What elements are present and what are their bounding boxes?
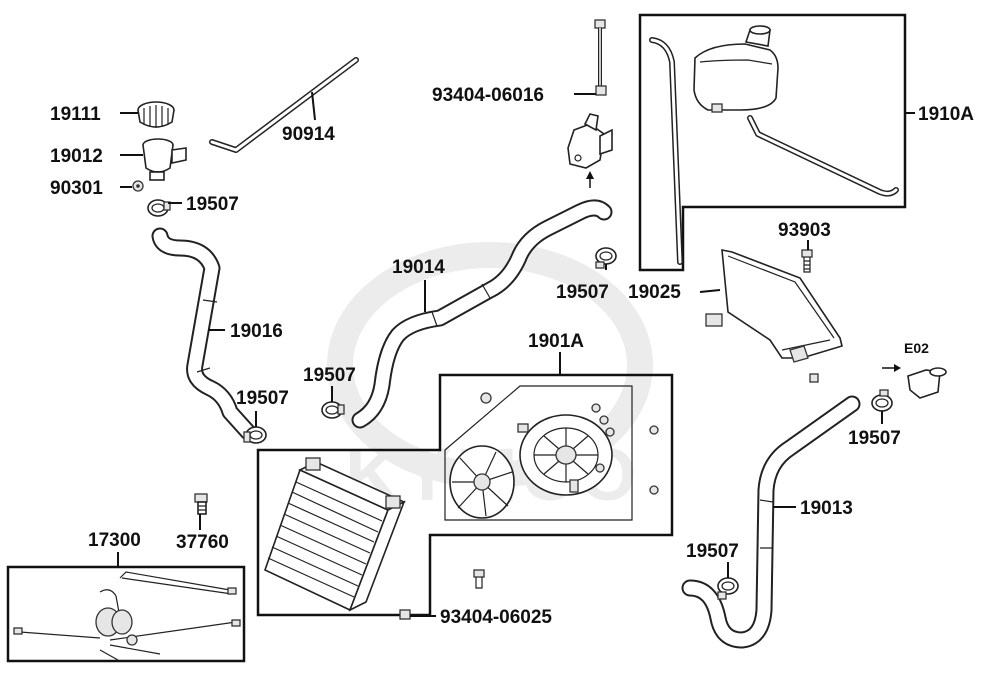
label-19507-a: 19507 (186, 194, 239, 215)
label-1910A: 1910A (918, 104, 974, 125)
hose-clip-c-part (321, 401, 345, 419)
leader-19025 (699, 289, 721, 293)
label-19507-c: 19507 (303, 365, 356, 386)
breather-hose-part (209, 57, 359, 153)
fan-assembly-part (444, 385, 659, 521)
label-19111: 19111 (50, 104, 101, 125)
wire-harness-part (13, 571, 241, 661)
label-90914: 90914 (282, 124, 335, 145)
radiator-part (264, 457, 406, 612)
arrow-head (586, 171, 594, 179)
label-19012: 19012 (50, 146, 103, 167)
filler-neck-part (142, 138, 187, 181)
label-93903: 93903 (778, 220, 831, 241)
label-1901A: 1901A (528, 331, 584, 352)
hose-19016-part (151, 227, 257, 441)
label-19507-f: 19507 (686, 541, 739, 562)
e02-connector-part (907, 367, 947, 399)
hose-19013-part (681, 395, 861, 649)
label-19507-e: 19507 (848, 428, 901, 449)
fan-blade (449, 445, 515, 519)
label-19507-b: 19507 (236, 388, 289, 409)
temp-sensor-part (194, 493, 208, 515)
thermostat-housing-part (567, 113, 613, 169)
leader-90914 (311, 91, 316, 121)
hose-19014-part (351, 199, 613, 429)
label-19014: 19014 (392, 257, 445, 278)
hose-clip-b-part (243, 426, 267, 444)
screw-90301-part (132, 180, 144, 192)
bolt-93903-part (801, 249, 813, 273)
bolt-93404-06025-part (399, 569, 485, 620)
label-e02: E02 (904, 340, 929, 356)
hose-clip-f-part (717, 577, 739, 600)
reservoir-group-box (638, 13, 907, 272)
label-19025: 19025 (628, 282, 681, 303)
hose-clip-d-part (595, 247, 617, 269)
label-17300: 17300 (88, 530, 141, 551)
label-19013: 19013 (800, 498, 853, 519)
label-90301: 90301 (50, 178, 103, 199)
wire-harness-group-box (6, 565, 246, 663)
radiator-cap-part (137, 101, 175, 128)
label-93404-06016: 93404-06016 (432, 85, 544, 106)
label-19507-d: 19507 (556, 282, 609, 303)
e02-arrow-head (894, 364, 901, 372)
bolt-93404-06016-part (594, 19, 607, 96)
fan-shroud (517, 414, 613, 496)
label-37760: 37760 (176, 532, 229, 553)
label-93404-06025: 93404-06025 (440, 607, 552, 628)
label-19016: 19016 (230, 321, 283, 342)
hose-clip-e-part (871, 389, 893, 412)
cover-19025-part (705, 249, 843, 383)
reservoir-tank-part (649, 25, 899, 265)
hose-clip-a-part (147, 199, 171, 217)
